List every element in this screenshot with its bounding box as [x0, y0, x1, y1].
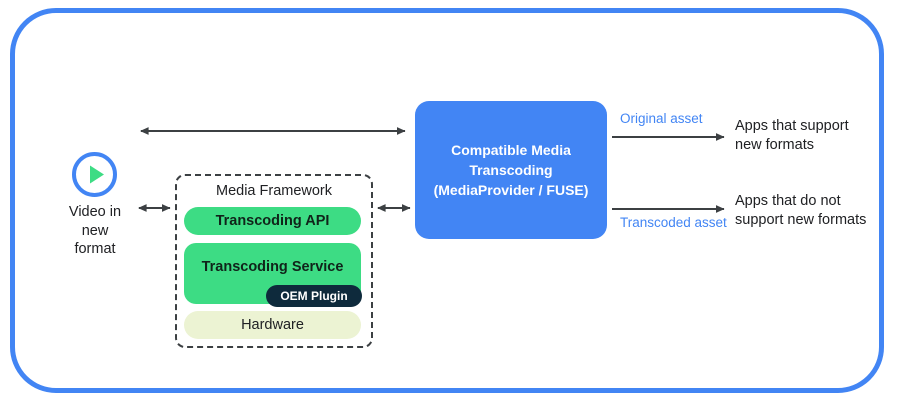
compatible-media-transcoding-node[interactable]: Compatible Media Transcoding (MediaProvi… [415, 101, 607, 239]
media-framework-container [175, 174, 373, 348]
original-asset-label: Original asset [620, 111, 703, 126]
destination-apps-support: Apps that support new formats [735, 118, 849, 153]
layer-transcoding-api[interactable]: Transcoding API [184, 207, 361, 235]
oem-plugin-badge[interactable]: OEM Plugin [266, 285, 362, 307]
play-circle-icon [72, 152, 117, 197]
destination-apps-no-support: Apps that do not support new formats [735, 193, 867, 228]
source-caption: Video in new format [68, 204, 122, 257]
media-framework-title: Media Framework [215, 183, 333, 199]
transcoded-asset-label: Transcoded asset [620, 215, 727, 230]
layer-hardware[interactable]: Hardware [184, 311, 361, 339]
